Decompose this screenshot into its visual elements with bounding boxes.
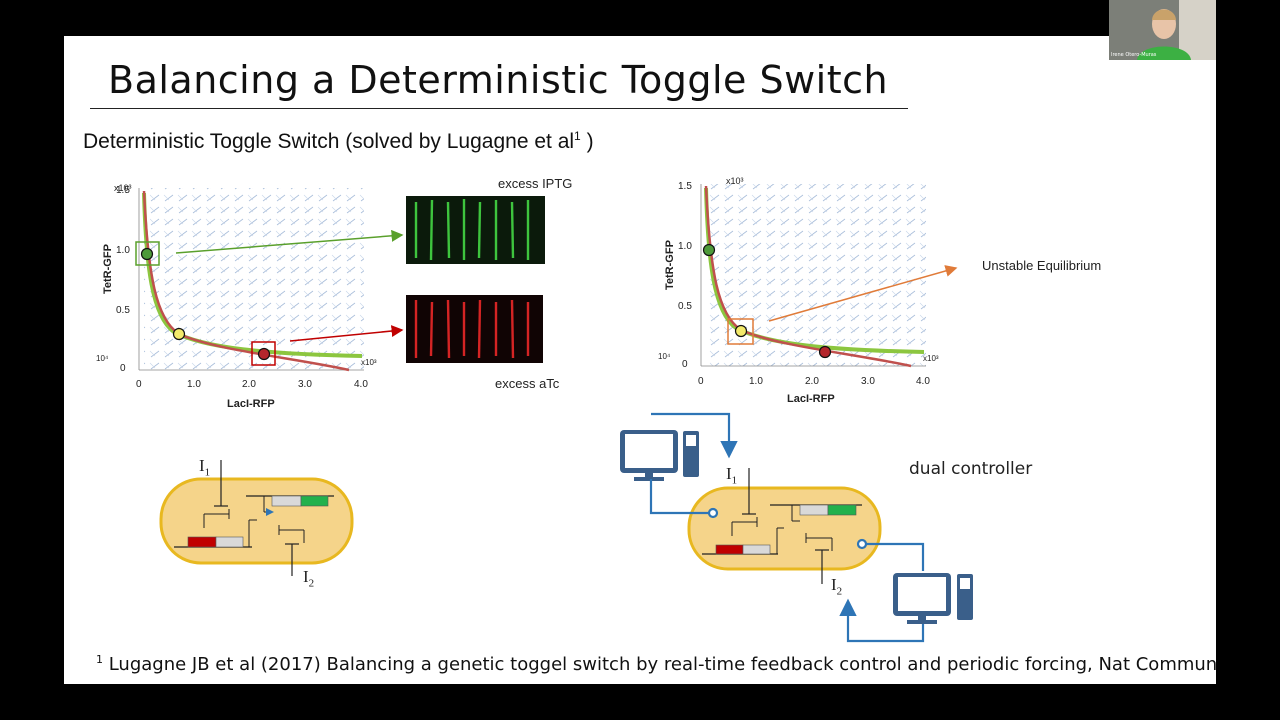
x-tick-1-right: 1.0 (749, 376, 763, 387)
footnote: 1 Lugagne JB et al (2017) Balancing a ge… (96, 653, 1216, 675)
desktop-computer-icon (893, 573, 973, 624)
arrow-to-iptg (175, 229, 404, 254)
microscopy-iptg (406, 196, 545, 264)
cell-body-right (687, 486, 882, 571)
participant-name: Irene Otero-Muras (1111, 52, 1157, 58)
unstable-point-right (734, 324, 748, 338)
y-tick-1.5-right: 1.5 (678, 181, 692, 192)
inducer-i2-left: I2 (303, 567, 315, 590)
footnote-marker: 1 (96, 653, 103, 666)
stable-point-bottom-left (257, 347, 271, 361)
label-excess-atc: excess aTc (495, 376, 560, 391)
phase-plot-left (135, 188, 404, 372)
inducer-i1-left: I1 (199, 456, 211, 479)
y-tick-0.5-right: 0.5 (678, 301, 692, 312)
stable-point-top-left (140, 247, 154, 261)
x-tick-3-right: 3.0 (861, 376, 875, 387)
label-unstable-equilibrium: Unstable Equilibrium (982, 258, 1102, 273)
stable-box-bottom-left (251, 341, 276, 366)
desktop-computer-icon (620, 430, 699, 481)
x-tick-2-left: 2.0 (242, 379, 256, 390)
subtitle-text: Deterministic Toggle Switch (solved by L… (83, 130, 575, 153)
slide-subtitle: Deterministic Toggle Switch (solved by L… (83, 129, 594, 154)
webcam-thumbnail: Irene Otero-Muras (1109, 0, 1216, 60)
subtitle-end: ) (580, 130, 594, 153)
x-tick-4-right: 4.0 (916, 376, 930, 387)
x-exponent-left: x10³ (361, 358, 377, 367)
arrow-to-unstable-label (768, 265, 958, 322)
label-excess-iptg: excess IPTG (498, 176, 573, 191)
microscopy-atc (406, 295, 543, 363)
slide: Balancing a Deterministic Toggle Switch … (64, 36, 1216, 684)
footnote-text: Lugagne JB et al (2017) Balancing a gene… (103, 654, 1216, 675)
feedback-loop-wires (649, 412, 925, 643)
circuit-cell-right (687, 468, 882, 584)
y-tick-0.5-left: 0.5 (116, 305, 130, 316)
cell-body-left (159, 477, 354, 565)
x-tick-3-left: 3.0 (298, 379, 312, 390)
figure-layer (135, 184, 973, 643)
corner-label-left: 10⁴ (96, 354, 109, 363)
y-tick-0-right: 0 (682, 359, 688, 370)
corner-label-right: 10⁴ (658, 352, 671, 361)
x-axis-label-left: LacI-RFP (227, 398, 275, 410)
y-tick-1.0-right: 1.0 (678, 241, 692, 252)
y-exponent-right: x10³ (726, 176, 744, 186)
x-tick-0-left: 0 (136, 379, 142, 390)
vector-field-right (706, 184, 926, 366)
x-tick-4-left: 4.0 (354, 379, 368, 390)
stable-point-top-right (702, 243, 716, 257)
arrow-to-atc (289, 325, 404, 342)
slide-title: Balancing a Deterministic Toggle Switch (108, 58, 889, 102)
participant-video (1109, 0, 1216, 60)
label-dual-controller: dual controller (909, 459, 1033, 479)
y-exponent-left: x10³ (114, 183, 132, 193)
unstable-box-right (727, 318, 754, 345)
x-axis-label-right: LacI-RFP (787, 393, 835, 405)
inducer-i1-right: I1 (726, 464, 738, 487)
x-tick-2-right: 2.0 (805, 376, 819, 387)
title-underline (90, 108, 908, 109)
stable-point-bottom-right (818, 345, 832, 359)
y-tick-1.5-left: 1.5 (116, 185, 130, 196)
subtitle-footnote-marker: 1 (574, 129, 581, 143)
phase-plot-right (700, 184, 958, 368)
x-tick-1-left: 1.0 (187, 379, 201, 390)
inducer-i2-right: I2 (831, 575, 843, 598)
x-exponent-right: x10³ (923, 354, 939, 363)
y-tick-1.0-left: 1.0 (116, 245, 130, 256)
unstable-point-left (172, 327, 186, 341)
y-tick-0-left: 0 (120, 363, 126, 374)
stable-box-top-left (135, 241, 160, 266)
circuit-cell-left (159, 460, 354, 576)
x-tick-0-right: 0 (698, 376, 704, 387)
